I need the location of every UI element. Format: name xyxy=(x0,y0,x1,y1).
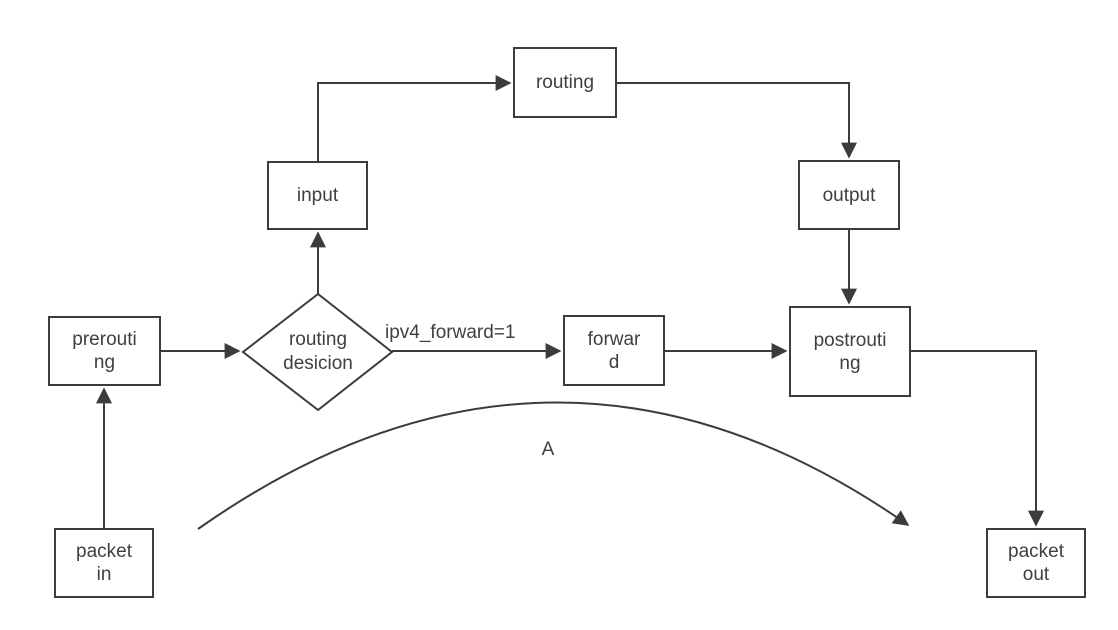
edge-routing-to-output xyxy=(617,82,857,159)
node-input: input xyxy=(267,161,368,230)
node-postrouting: postrouti ng xyxy=(789,306,911,397)
node-output: output xyxy=(798,160,900,230)
edge-input-to-routing xyxy=(317,75,512,161)
edge-postrouting-to-packetout xyxy=(911,350,1044,527)
edge-label-ipv4-forward: ipv4_forward=1 xyxy=(385,322,516,343)
node-packet-out: packet out xyxy=(986,528,1086,598)
node-routing: routing xyxy=(513,47,617,118)
routing-decision-diamond xyxy=(241,292,394,412)
node-prerouting: prerouti ng xyxy=(48,316,161,386)
edge-curve-a xyxy=(197,401,910,530)
edge-label-a: A xyxy=(541,439,555,460)
node-routing-decision-label: routing desicion xyxy=(283,329,353,374)
node-packet-in: packet in xyxy=(54,528,154,598)
node-forward: forwar d xyxy=(563,315,665,386)
